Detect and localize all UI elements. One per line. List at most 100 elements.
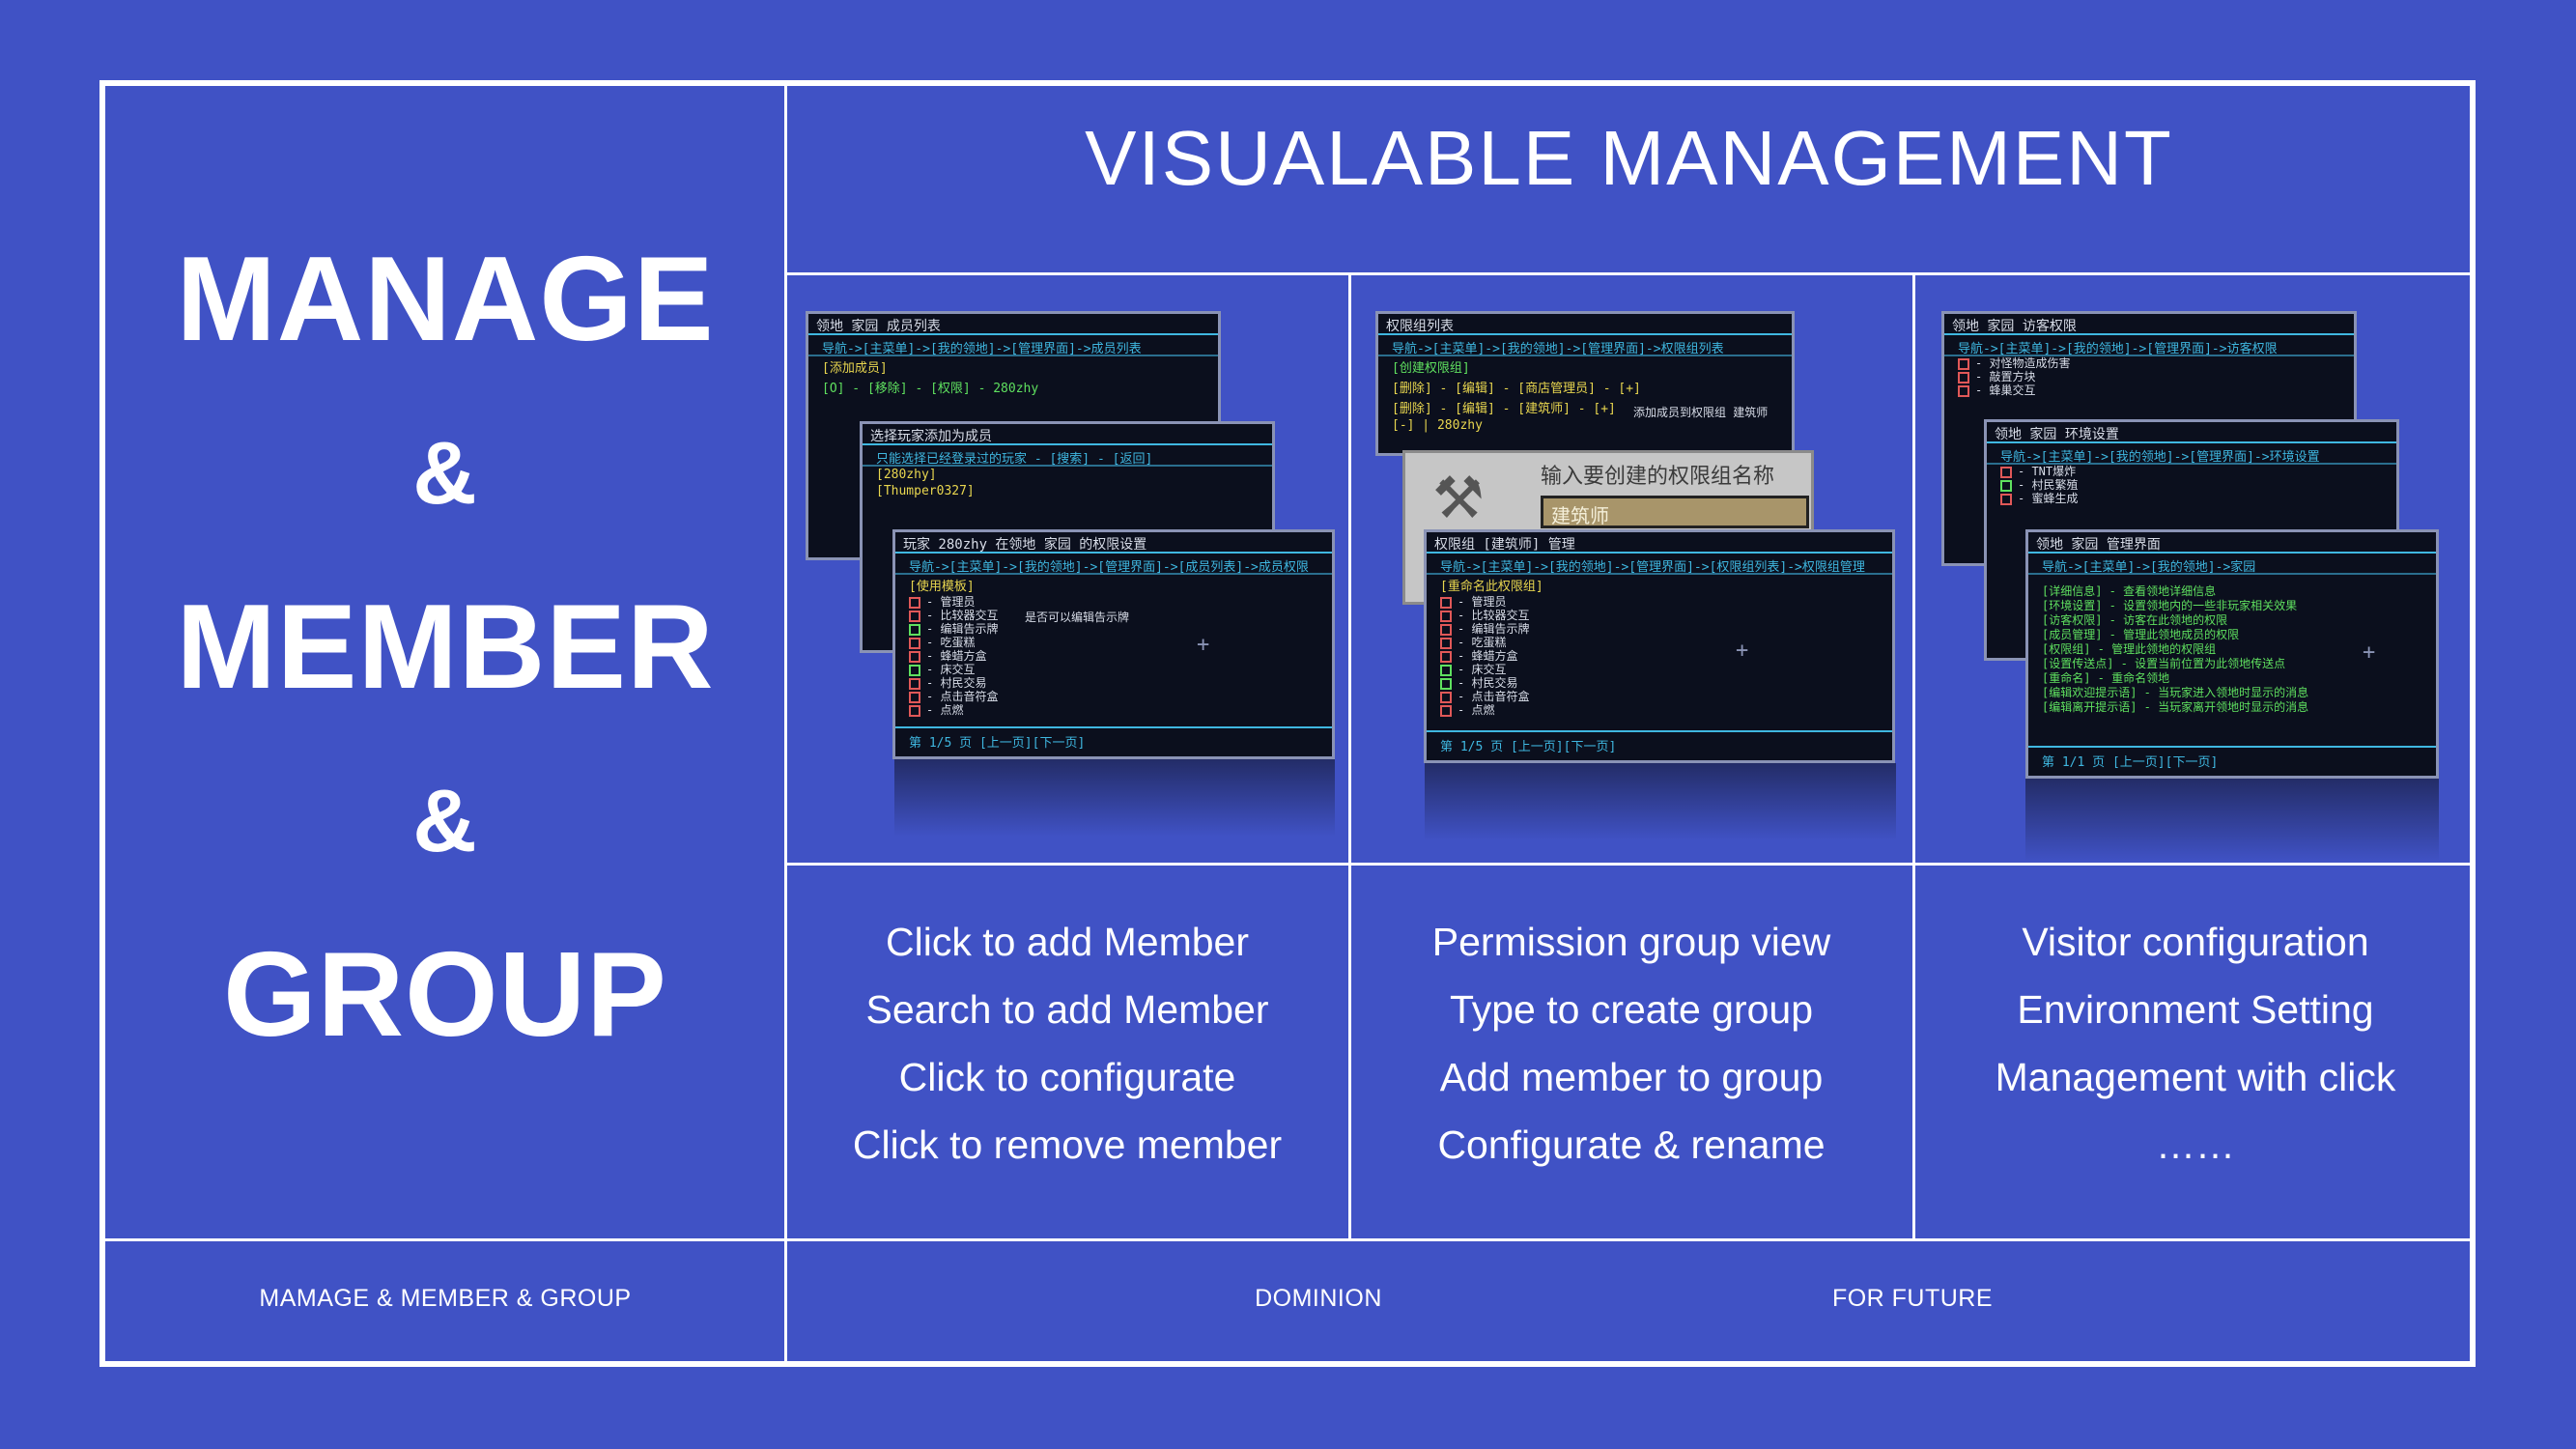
player-option[interactable]: [280zhy]	[876, 468, 937, 482]
checkbox-icon[interactable]	[2000, 479, 2012, 492]
list-item-label: - 点击音符盒	[926, 690, 999, 703]
screen-title: 领地 家园 成员列表	[808, 314, 1218, 335]
list-item-label: - 点燃	[926, 703, 964, 717]
checkbox-icon[interactable]	[909, 637, 920, 649]
list-item[interactable]: - 管理员	[1427, 595, 1892, 609]
page-nav[interactable]: 第 1/1 页 [上一页][下一页]	[2028, 746, 2436, 770]
checkbox-icon[interactable]	[1440, 637, 1452, 649]
outer-frame	[99, 80, 2476, 1367]
list-item-label: - 比较器交互	[926, 609, 999, 622]
checkbox-icon[interactable]	[1440, 610, 1452, 622]
desc-line: Search to add Member	[865, 987, 1269, 1032]
list-item-label: [环境设置] - 设置领地内的一些非玩家相关效果	[2042, 599, 2298, 612]
crosshair-icon: +	[2363, 640, 2376, 665]
checkbox-icon[interactable]	[1440, 677, 1452, 690]
checkbox-icon[interactable]	[1440, 650, 1452, 663]
list-item[interactable]: - 蜂蜡方盒	[1427, 649, 1892, 663]
list-item[interactable]: - 比较器交互	[895, 609, 1332, 622]
list-item[interactable]: - 点击音符盒	[1427, 690, 1892, 703]
checkbox-icon[interactable]	[909, 610, 920, 622]
list-item[interactable]: [环境设置] - 设置领地内的一些非玩家相关效果	[2028, 599, 2436, 613]
list-item[interactable]: - 蜂巢交互	[1944, 384, 2354, 397]
checkbox-icon[interactable]	[1958, 384, 1969, 397]
screen-nav: 导航->[主菜单]->[我的领地]->[管理界面]->权限组列表	[1378, 335, 1792, 356]
checkbox-icon[interactable]	[1958, 371, 1969, 384]
list-item[interactable]: - 对怪物造成伤害	[1944, 356, 2354, 370]
checkbox-icon[interactable]	[909, 691, 920, 703]
group-name-input[interactable]: 建筑师	[1541, 496, 1809, 528]
checkbox-icon[interactable]	[1440, 664, 1452, 676]
list-item[interactable]: - 吃蛋糕	[895, 636, 1332, 649]
list-item-label: - 点燃	[1458, 703, 1495, 717]
list-item-label: - TNT爆炸	[2018, 465, 2077, 478]
checkbox-icon[interactable]	[1440, 704, 1452, 717]
list-item[interactable]: - 点燃	[1427, 703, 1892, 717]
manage-menu-list: [详细信息] - 查看领地详细信息[环境设置] - 设置领地内的一些非玩家相关效…	[2028, 575, 2436, 715]
rename-group-link[interactable]: [重命名此权限组]	[1440, 580, 1543, 594]
list-item[interactable]: [重命名] - 重命名领地	[2028, 671, 2436, 686]
heading-member: MEMBER	[176, 581, 715, 714]
screen-territory-manage: 领地 家园 管理界面 导航->[主菜单]->[我的领地]->家园 [详细信息] …	[2025, 529, 2439, 779]
list-item-label: - 蜜蜂生成	[2018, 492, 2079, 505]
desc-line: Configurate & rename	[1437, 1122, 1826, 1167]
checkbox-icon[interactable]	[909, 623, 920, 636]
list-item[interactable]: [编辑欢迎提示语] - 当玩家进入领地时显示的消息	[2028, 686, 2436, 700]
list-item[interactable]: [编辑离开提示语] - 当玩家离开领地时显示的消息	[2028, 700, 2436, 715]
list-item[interactable]: [详细信息] - 查看领地详细信息	[2028, 584, 2436, 599]
list-item[interactable]: - 敲置方块	[1944, 370, 2354, 384]
column-1-description: Click to add Member Search to add Member…	[787, 908, 1347, 1179]
list-item[interactable]: - 点燃	[895, 703, 1332, 717]
checkbox-icon[interactable]	[909, 664, 920, 676]
page-nav[interactable]: 第 1/5 页 [上一页][下一页]	[1427, 730, 1892, 754]
checkbox-icon[interactable]	[909, 650, 920, 663]
list-item[interactable]: - 床交互	[895, 663, 1332, 676]
group-row[interactable]: [删除] - [编辑] - [商店管理员] - [+]	[1392, 382, 1641, 396]
reflection-col2	[1425, 763, 1896, 840]
list-item[interactable]: - 床交互	[1427, 663, 1892, 676]
list-item[interactable]: - 吃蛋糕	[1427, 636, 1892, 649]
list-item[interactable]: - 村民交易	[895, 676, 1332, 690]
checkbox-icon[interactable]	[2000, 493, 2012, 505]
reflection-col1	[894, 759, 1335, 837]
crosshair-icon: +	[1736, 639, 1749, 663]
checkbox-icon[interactable]	[1440, 623, 1452, 636]
list-item[interactable]: [成员管理] - 管理此领地成员的权限	[2028, 628, 2436, 642]
checkbox-icon[interactable]	[1440, 596, 1452, 609]
list-item[interactable]: - 比较器交互	[1427, 609, 1892, 622]
list-item[interactable]: - 编辑告示牌	[895, 622, 1332, 636]
list-item[interactable]: [权限组] - 管理此领地的权限组	[2028, 642, 2436, 657]
permission-list: - 管理员- 比较器交互- 编辑告示牌- 吃蛋糕- 蜂蜡方盒- 床交互- 村民交…	[1427, 595, 1892, 717]
list-item[interactable]: - 村民交易	[1427, 676, 1892, 690]
checkbox-icon[interactable]	[909, 677, 920, 690]
list-item[interactable]: - TNT爆炸	[1987, 465, 2396, 478]
page-nav[interactable]: 第 1/5 页 [上一页][下一页]	[895, 726, 1332, 751]
list-item[interactable]: - 蜜蜂生成	[1987, 492, 2396, 505]
use-template-link[interactable]: [使用模板]	[909, 580, 975, 594]
checkbox-icon[interactable]	[2000, 466, 2012, 478]
list-item-label: - 吃蛋糕	[926, 636, 976, 649]
add-member-link[interactable]: [添加成员]	[822, 361, 888, 376]
group-member-row[interactable]: [-] | 280zhy	[1392, 418, 1483, 433]
list-item[interactable]: - 点击音符盒	[895, 690, 1332, 703]
footer-left-label: MAMAGE & MEMBER & GROUP	[259, 1285, 632, 1312]
list-item[interactable]: [设置传送点] - 设置当前位置为此领地传送点	[2028, 657, 2436, 671]
list-item[interactable]: - 村民繁殖	[1987, 478, 2396, 492]
member-row[interactable]: [O] - [移除] - [权限] - 280zhy	[822, 382, 1039, 396]
list-item[interactable]: - 蜂蜡方盒	[895, 649, 1332, 663]
checkbox-icon[interactable]	[1440, 691, 1452, 703]
checkbox-icon[interactable]	[909, 704, 920, 717]
player-option[interactable]: [Thumper0327]	[876, 484, 975, 498]
create-group-link[interactable]: [创建权限组]	[1392, 361, 1470, 376]
screen-title: 选择玩家添加为成员	[863, 424, 1272, 445]
desc-line: Click to configurate	[898, 1055, 1236, 1099]
list-item[interactable]: [访客权限] - 访客在此领地的权限	[2028, 613, 2436, 628]
group-row[interactable]: [删除] - [编辑] - [建筑师] - [+]	[1392, 402, 1616, 416]
list-item-label: - 床交互	[1458, 663, 1507, 676]
checkbox-icon[interactable]	[1958, 357, 1969, 370]
list-item[interactable]: - 编辑告示牌	[1427, 622, 1892, 636]
checkbox-icon[interactable]	[909, 596, 920, 609]
list-item-label: - 点击音符盒	[1458, 690, 1530, 703]
list-item[interactable]: - 管理员	[895, 595, 1332, 609]
screen-title: 权限组 [建筑师] 管理	[1427, 532, 1892, 554]
screen-title: 权限组列表	[1378, 314, 1792, 335]
